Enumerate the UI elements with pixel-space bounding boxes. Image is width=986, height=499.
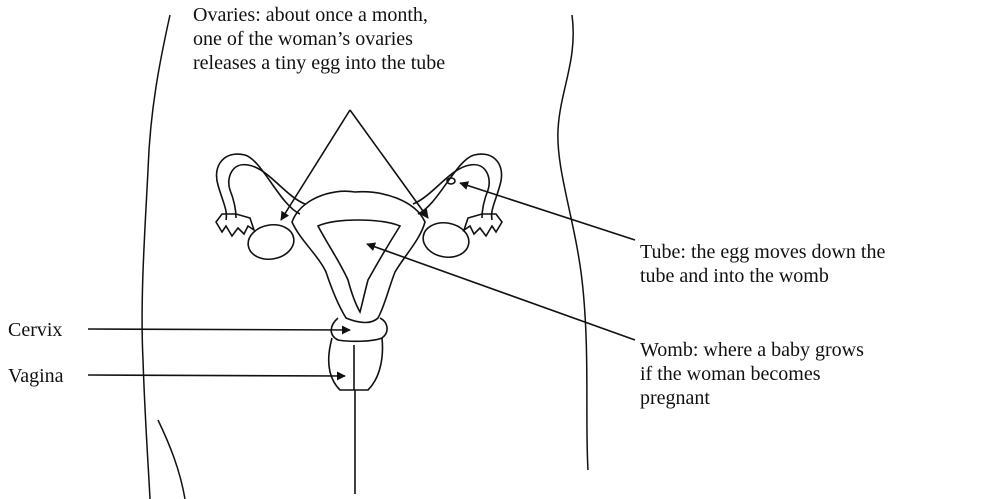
ovaries-label-line-2: one of the woman’s ovaries [193,27,445,51]
womb-label-line-2: if the woman becomes [640,362,864,386]
vagina-label-text: Vagina [8,364,64,388]
right-body-contour [558,15,588,470]
tube-label-line-2: tube and into the womb [640,264,885,288]
cervix-label-text: Cervix [8,318,62,342]
tube-label: Tube: the egg moves down the tube and in… [640,240,885,288]
tube-label-line-1: Tube: the egg moves down the [640,240,885,264]
womb-label: Womb: where a baby grows if the woman be… [640,338,864,410]
left-fimbriae [216,214,254,236]
vagina-label: Vagina [8,364,64,388]
right-ovary [420,219,471,260]
left-body-contour [142,15,170,499]
body-outline [142,15,588,499]
reproductive-organs [216,154,502,494]
ovaries-right-arrow [350,110,428,218]
left-hip-line [158,420,185,499]
womb-label-line-1: Womb: where a baby grows [640,338,864,362]
tube-arrow [460,183,635,240]
womb-label-line-3: pregnant [640,386,864,410]
vagina-shape [329,338,383,390]
uterus-cavity [318,220,400,312]
womb-arrow [367,244,635,340]
cervix-arrow [88,329,350,330]
ovaries-label: Ovaries: about once a month, one of the … [193,3,445,75]
cervix-label: Cervix [8,318,62,342]
ovaries-left-arrow [281,110,350,220]
right-fimbriae [464,214,502,236]
ovaries-label-line-3: releases a tiny egg into the tube [193,51,445,75]
ovaries-label-line-1: Ovaries: about once a month, [193,3,445,27]
pointer-arrows [88,110,635,376]
vagina-arrow [88,375,345,376]
